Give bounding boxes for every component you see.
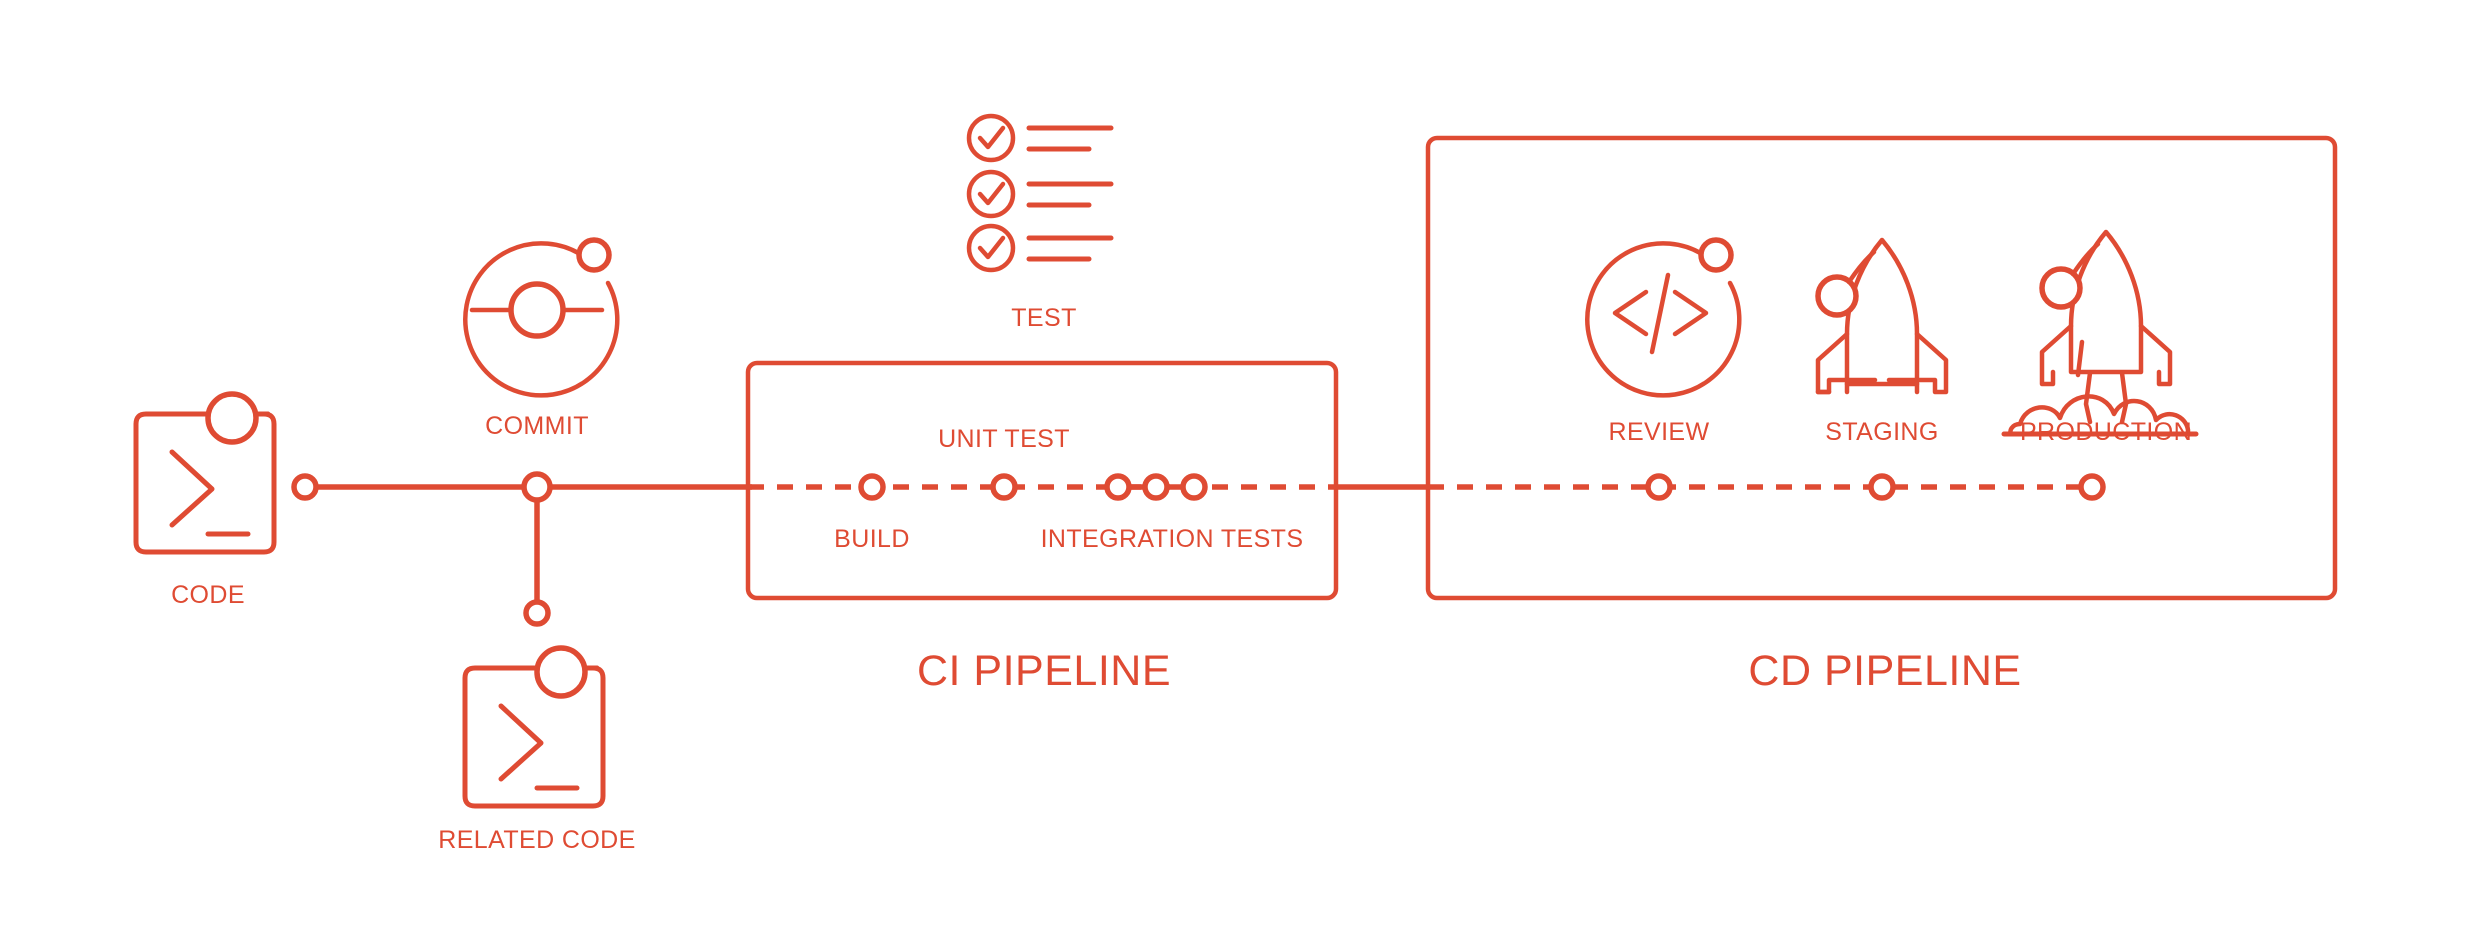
review-node (1645, 473, 1673, 501)
build-label: BUILD (834, 525, 910, 553)
integration-test-node-1 (1104, 473, 1132, 501)
checklist-row-1 (966, 113, 1114, 163)
code-label: CODE (171, 581, 245, 609)
related-code-node (523, 599, 551, 627)
rocket-standing-icon (1815, 237, 1949, 395)
terminal-code-icon (133, 391, 277, 555)
checklist-row-3 (966, 223, 1114, 273)
code-node (291, 473, 319, 501)
cd-pipeline-title: CD PIPELINE (1748, 647, 2021, 695)
checklist-row-2 (966, 169, 1114, 219)
ci-pipeline-box (745, 360, 1339, 601)
cd-pipeline-box (1425, 135, 2338, 601)
test-label: TEST (1011, 304, 1077, 332)
review-label: REVIEW (1608, 418, 1709, 446)
ci-pipeline-title: CI PIPELINE (917, 647, 1171, 695)
unit-test-node (990, 473, 1018, 501)
checklist-icon (966, 113, 1114, 273)
unit-test-label: UNIT TEST (938, 425, 1070, 453)
commit-node (521, 471, 553, 503)
commit-orbit-icon (463, 237, 620, 398)
integration-test-node-2 (1142, 473, 1170, 501)
integration-test-node-3 (1180, 473, 1208, 501)
terminal-related-code-icon (462, 645, 606, 809)
staging-label: STAGING (1825, 418, 1938, 446)
code-review-orbit-icon (1585, 237, 1742, 398)
related-code-label: RELATED CODE (438, 826, 635, 854)
production-node (2078, 473, 2106, 501)
build-node (858, 473, 886, 501)
staging-node (1868, 473, 1896, 501)
integration-tests-label: INTEGRATION TESTS (1041, 525, 1304, 553)
production-label: PRODUCTION (2020, 418, 2192, 446)
commit-label: COMMIT (485, 412, 589, 440)
rocket-launch-icon (2001, 229, 2199, 437)
